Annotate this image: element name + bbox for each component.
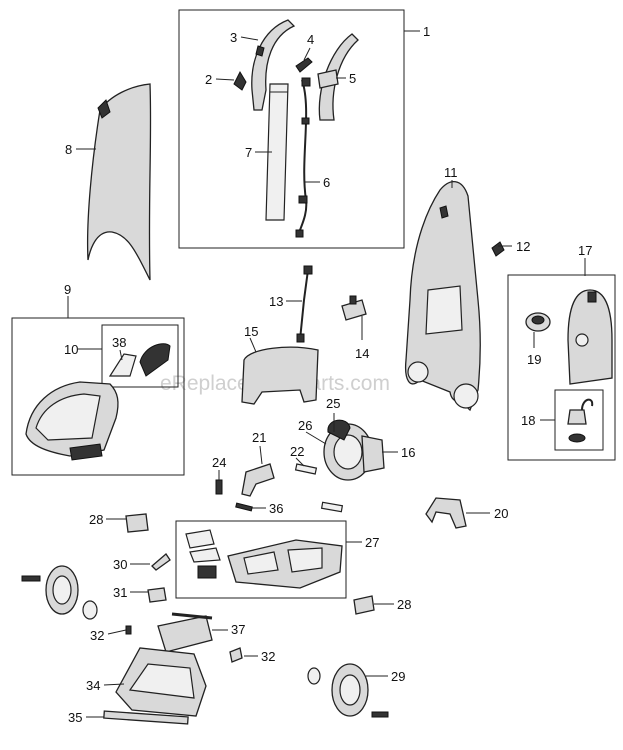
pin-part xyxy=(320,501,344,513)
callout-26: 26 xyxy=(298,418,312,433)
part-4-latch xyxy=(295,57,313,73)
part-32-screw-b xyxy=(229,647,243,663)
callout-37: 37 xyxy=(231,622,245,637)
part-14-bracket xyxy=(341,295,367,321)
part-35-squeegee-bar xyxy=(103,710,189,725)
part-30-clip xyxy=(151,553,171,571)
callout-labels: 1 2 3 4 5 6 7 8 9 10 11 12 13 14 15 16 1… xyxy=(64,24,592,725)
nozzle-assembly-box xyxy=(11,317,185,476)
callout-12: 12 xyxy=(516,239,530,254)
callout-8: 8 xyxy=(65,142,72,157)
callout-28-left: 28 xyxy=(89,512,103,527)
tank-assembly-box xyxy=(507,274,616,461)
callout-32-left: 32 xyxy=(90,628,104,643)
part-29-wheel xyxy=(307,663,389,718)
callout-21: 21 xyxy=(252,430,266,445)
part-32-screw-a xyxy=(125,625,132,635)
callout-2: 2 xyxy=(205,72,212,87)
part-36-pin xyxy=(235,502,253,512)
callout-10: 10 xyxy=(64,342,78,357)
part-5-handle-rear xyxy=(317,33,359,121)
part-22-pin xyxy=(294,463,318,475)
callout-5: 5 xyxy=(349,71,356,86)
wheel-left xyxy=(21,565,98,620)
part-15-motor-shroud xyxy=(241,346,319,405)
part-13-wire xyxy=(296,265,313,343)
callout-14: 14 xyxy=(355,346,369,361)
part-12-small-clip xyxy=(491,241,505,257)
handle-assembly-box xyxy=(178,9,405,249)
callout-18: 18 xyxy=(521,413,535,428)
callout-22: 22 xyxy=(290,444,304,459)
part-28-bracket-left xyxy=(125,513,149,533)
part-11-body-frame xyxy=(404,181,481,412)
callout-34: 34 xyxy=(86,678,100,693)
callout-28-right: 28 xyxy=(397,597,411,612)
part-8-upper-cover xyxy=(86,83,152,281)
part-9-nozzle xyxy=(25,381,119,461)
leader-lines xyxy=(67,30,586,718)
callout-38: 38 xyxy=(112,335,126,350)
callout-7: 7 xyxy=(245,145,252,160)
part-3-handle-grip xyxy=(251,19,296,111)
part-28-bracket-right xyxy=(353,595,375,615)
base-assembly-box xyxy=(175,520,347,599)
callout-9: 9 xyxy=(64,282,71,297)
callout-11: 11 xyxy=(444,165,458,180)
part-2-clip xyxy=(233,70,247,91)
part-10-grille xyxy=(139,343,171,377)
part-18-valve xyxy=(567,398,594,443)
part-21-pedal xyxy=(241,463,275,497)
part-6-wire-harness xyxy=(295,77,311,238)
part-16-motor xyxy=(323,423,385,481)
part-20-bracket xyxy=(425,497,467,529)
callout-35: 35 xyxy=(68,710,82,725)
callout-16: 16 xyxy=(401,445,415,460)
callout-30: 30 xyxy=(113,557,127,572)
callout-17: 17 xyxy=(578,243,592,258)
part-38-lens xyxy=(108,353,137,377)
part-25-fan-cover xyxy=(327,419,351,441)
part-34-base-foot xyxy=(115,647,207,717)
part-24-spring xyxy=(215,479,223,495)
callout-27: 27 xyxy=(365,535,379,550)
callout-25: 25 xyxy=(326,396,340,411)
callout-1: 1 xyxy=(423,24,430,39)
callout-32-right: 32 xyxy=(261,649,275,664)
callout-15: 15 xyxy=(244,324,258,339)
part-27-base-tray xyxy=(185,529,343,589)
callout-36: 36 xyxy=(269,501,283,516)
callout-29: 29 xyxy=(391,669,405,684)
part-17-tank xyxy=(567,289,613,385)
nozzle-lens-box xyxy=(101,324,179,388)
callout-19: 19 xyxy=(527,352,541,367)
callout-31: 31 xyxy=(113,585,127,600)
part-7-handle-tube xyxy=(265,83,289,221)
callout-13: 13 xyxy=(269,294,283,309)
callout-20: 20 xyxy=(494,506,508,521)
callout-24: 24 xyxy=(212,455,226,470)
callout-3: 3 xyxy=(230,30,237,45)
callout-4: 4 xyxy=(307,32,314,47)
part-37-brush-assembly xyxy=(157,612,213,653)
callout-6: 6 xyxy=(323,175,330,190)
part-19-cap xyxy=(525,312,551,332)
part-31-bracket xyxy=(147,587,167,603)
